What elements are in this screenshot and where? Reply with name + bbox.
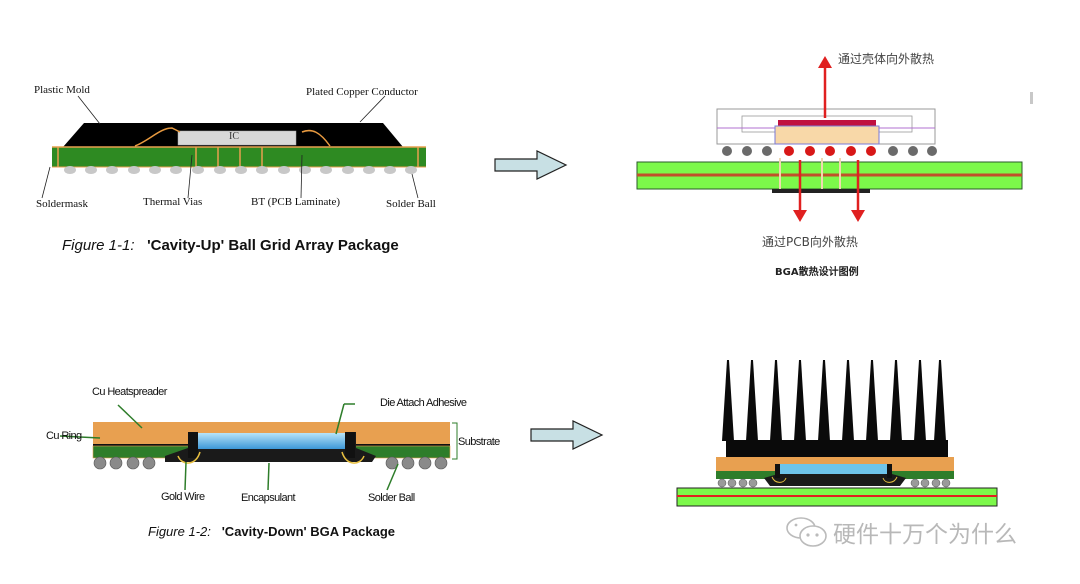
figure1-caption-text: 'Cavity-Up' Ball Grid Array Package	[147, 237, 399, 254]
thermal-vias	[57, 147, 419, 167]
encapsulant	[165, 432, 376, 462]
arrow-right-icon	[530, 420, 604, 450]
heatsink-fin	[794, 360, 806, 441]
die-body	[774, 125, 880, 145]
label-solder-ball-2: Solder Ball	[368, 492, 415, 504]
heatsink-fin	[746, 360, 758, 441]
label-ic: IC	[229, 131, 239, 142]
solder-balls	[93, 456, 448, 470]
gold-wire-left	[177, 451, 201, 464]
wire-bond-right	[301, 129, 331, 147]
heatsink-fin	[722, 360, 734, 441]
label-substrate: Substrate	[458, 436, 500, 448]
label-heat-through-case: 通过壳体向外散热	[838, 52, 935, 66]
label-heat-through-pcb: 通过PCB向外散热	[762, 235, 858, 249]
heatsink-fin	[818, 360, 830, 441]
heatsink-fin	[842, 360, 854, 441]
wire-bond-left	[134, 127, 181, 147]
label-gold-wire: Gold Wire	[161, 491, 205, 503]
label-die-attach-adhesive: Die Attach Adhesive	[380, 397, 467, 409]
heatsink-fin	[866, 360, 878, 441]
edge-artifact	[1030, 92, 1033, 104]
gold-wire-right	[341, 451, 365, 464]
heat-arrow-down-right	[851, 160, 865, 222]
heatsink-base	[726, 440, 948, 457]
label-encapsulant: Encapsulant	[241, 492, 296, 504]
die-top	[778, 120, 876, 126]
watermark: 硬件十万个为什么	[785, 515, 1017, 549]
label-cu-ring: Cu Ring	[46, 430, 82, 442]
figure2-caption-prefix: Figure 1-2:	[148, 524, 211, 539]
heat-arrow-down-left	[793, 160, 807, 222]
thermal-solder-balls	[784, 146, 876, 156]
figure1-caption: Figure 1-1: 'Cavity-Up' Ball Grid Array …	[62, 237, 399, 254]
bottom-pad	[772, 189, 870, 193]
heatsink-fins	[722, 360, 946, 441]
figure1-caption-prefix: Figure 1-1:	[62, 237, 135, 254]
cavity-up-bga-drawing	[41, 95, 426, 199]
heatsink-fin	[934, 360, 946, 441]
label-cu-heatspreader: Cu Heatspreader	[92, 386, 167, 398]
label-plastic-mold: Plastic Mold	[34, 84, 90, 96]
outer-solder-balls	[722, 146, 937, 156]
cavity-down-bga-drawing	[59, 403, 458, 491]
watermark-text: 硬件十万个为什么	[833, 522, 1017, 548]
label-thermal-vias: Thermal Vias	[143, 196, 203, 208]
label-bt-laminate: BT (PCB Laminate)	[251, 196, 341, 208]
bt-laminate	[52, 147, 426, 167]
substrate-bracket	[452, 422, 458, 460]
wechat-icon	[786, 517, 827, 547]
heat-arrow-up	[818, 56, 832, 118]
arrow-right-icon	[494, 150, 568, 180]
figure2-caption-text: 'Cavity-Down' BGA Package	[221, 524, 396, 539]
ic-die	[177, 130, 297, 146]
label-soldermask: Soldermask	[36, 198, 88, 210]
label-solder-ball: Solder Ball	[386, 198, 436, 210]
figure2-caption: Figure 1-2: 'Cavity-Down' BGA Package	[148, 524, 395, 539]
label-plated-copper-conductor: Plated Copper Conductor	[306, 86, 418, 98]
heatsink-fin	[770, 360, 782, 441]
solder-balls	[64, 166, 417, 174]
heatsink-fin	[914, 360, 926, 441]
thermal-path-drawing	[636, 56, 1023, 222]
heatsink-fin	[890, 360, 902, 441]
thermal-diagram-title: BGA散热设计图例	[775, 267, 859, 278]
die	[198, 433, 345, 449]
